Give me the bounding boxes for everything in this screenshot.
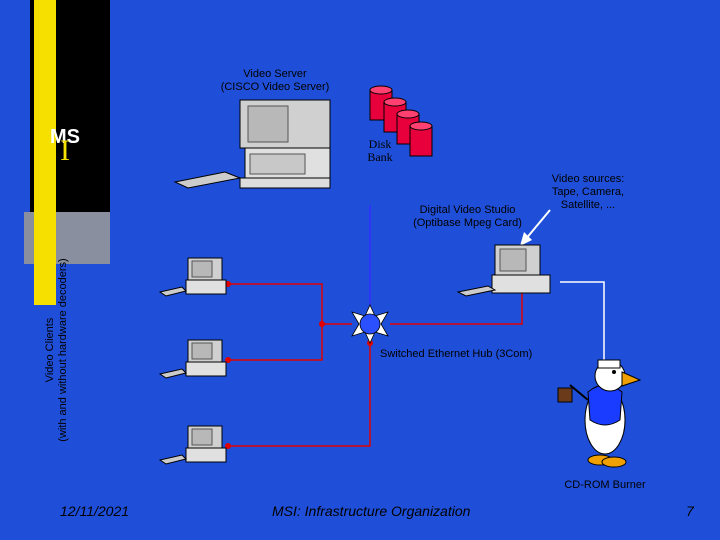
- digital-studio-label: Digital Video Studio (Optibase Mpeg Card…: [400, 204, 535, 230]
- client-computer-icon-1: [158, 257, 227, 297]
- disk-bank-icon: [369, 85, 433, 157]
- black-bar-inner: [56, 0, 110, 212]
- video-clients-line-1: Video Clients: [44, 317, 56, 383]
- video-clients-line-2: (with and without hardware decoders): [57, 258, 69, 442]
- digital-studio-subtitle: (Optibase Mpeg Card): [413, 217, 522, 229]
- logo-suffix: I: [60, 134, 70, 167]
- video-sources-label: Video sources: Tape, Camera, Satellite, …: [538, 173, 638, 212]
- client-link-line-1: [228, 283, 352, 325]
- source-arrow-head: [520, 232, 532, 246]
- client-computer-icon-3: [158, 425, 227, 465]
- video-sources-line-2: Tape, Camera,: [551, 186, 625, 198]
- cdrom-label: CD-ROM Burner: [564, 479, 646, 491]
- source-arrow-line: [524, 209, 551, 241]
- logo: MS: [50, 126, 80, 149]
- studio-computer-icon: [456, 244, 551, 297]
- disk-bank-label: Disk Bank: [360, 138, 400, 164]
- client-link-line-3: [228, 343, 371, 447]
- studio-link-line: [390, 285, 523, 325]
- video-sources-line-1: Video sources:: [551, 173, 625, 185]
- yellow-bar: [34, 0, 56, 305]
- footer-title: MSI: Infrastructure Organization: [272, 503, 471, 519]
- source-link-line: [560, 281, 605, 360]
- digital-studio-title: Digital Video Studio: [419, 204, 516, 216]
- video-server-title: Video Server: [243, 68, 307, 80]
- disk-bank-line-2: Bank: [367, 150, 393, 164]
- video-server-subtitle: (CISCO Video Server): [220, 81, 330, 93]
- hub-label: Switched Ethernet Hub (3Com): [380, 348, 533, 360]
- hub-icon: [351, 304, 389, 344]
- duck-mascot-icon: [557, 359, 642, 468]
- footer-date: 12/11/2021: [60, 503, 130, 519]
- client-link-line-2: [228, 324, 323, 361]
- logo-text: MS: [50, 126, 80, 148]
- video-sources-line-3: Satellite, ...: [560, 199, 616, 211]
- footer-page-number: 7: [686, 503, 694, 519]
- video-server-icon: [173, 99, 331, 189]
- client-computer-icon-2: [158, 339, 227, 379]
- video-server-label: Video Server (CISCO Video Server): [200, 68, 350, 94]
- disk-bank-line-1: Disk: [368, 137, 392, 151]
- video-clients-label: Video Clients (with and without hardware…: [44, 230, 70, 470]
